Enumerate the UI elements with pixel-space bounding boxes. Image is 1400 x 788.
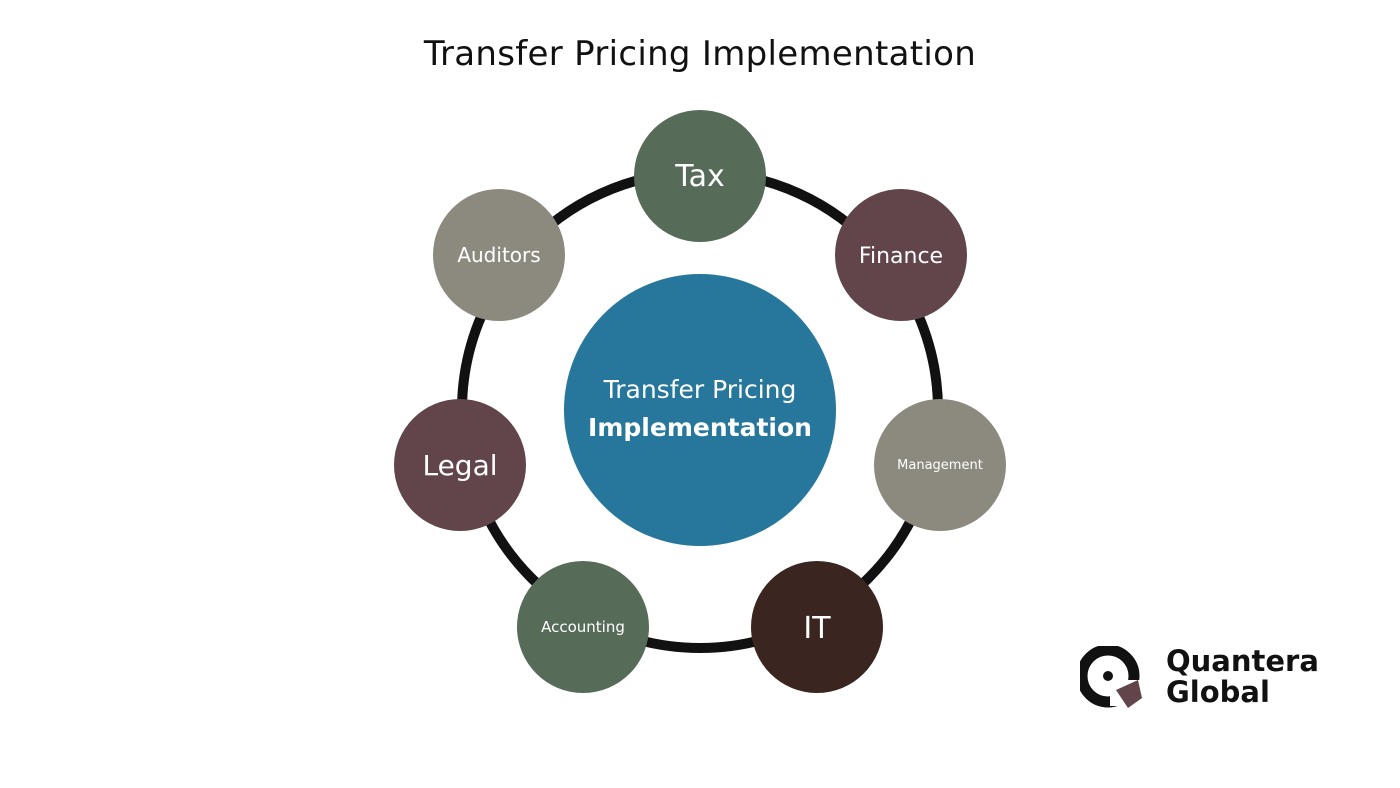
node-management-label: Management — [897, 458, 983, 473]
node-finance-circle — [835, 189, 967, 321]
center-circle — [564, 274, 836, 546]
center-label-line1: Transfer Pricing — [603, 375, 797, 404]
logo-line1: Quantera — [1166, 644, 1319, 678]
logo-wordmark: Quantera Global — [1166, 646, 1319, 708]
diagram-title: Transfer Pricing Implementation — [423, 34, 977, 74]
logo-mark-icon — [1080, 646, 1142, 708]
node-accounting: Accounting — [517, 561, 649, 693]
node-finance-label: Finance — [859, 244, 943, 269]
node-tax-circle — [634, 110, 766, 242]
center-label-line2: Implementation — [588, 413, 812, 442]
node-finance: Finance — [835, 189, 967, 321]
node-it-circle — [751, 561, 883, 693]
node-management: Management — [874, 399, 1006, 531]
node-it: IT — [751, 561, 883, 693]
company-logo: Quantera Global — [1080, 646, 1340, 712]
logo-dot — [1103, 671, 1113, 681]
logo-ring — [1080, 646, 1140, 708]
node-legal-circle — [394, 399, 526, 531]
node-it-label: IT — [803, 611, 831, 646]
center-hub: Transfer Pricing Implementation — [564, 274, 836, 546]
node-tax: Tax — [634, 110, 766, 242]
node-legal-label: Legal — [422, 449, 497, 482]
node-legal: Legal — [394, 399, 526, 531]
logo-line2: Global — [1166, 675, 1270, 709]
node-auditors: Auditors — [433, 189, 565, 321]
node-tax-label: Tax — [674, 159, 725, 194]
node-auditors-label: Auditors — [457, 243, 540, 267]
node-auditors-circle — [433, 189, 565, 321]
node-management-circle — [874, 399, 1006, 531]
node-accounting-circle — [517, 561, 649, 693]
node-accounting-label: Accounting — [541, 618, 625, 636]
logo-accent — [1116, 680, 1142, 708]
